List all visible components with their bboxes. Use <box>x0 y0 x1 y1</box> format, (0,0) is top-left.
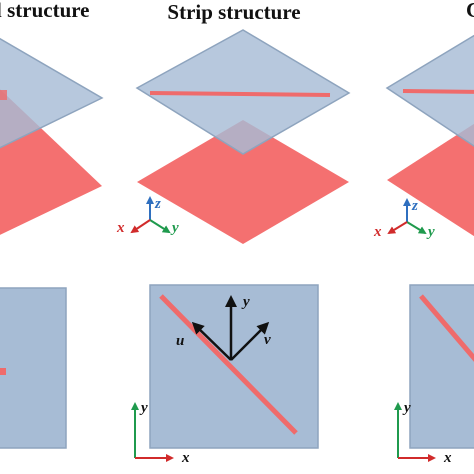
y-axis-2d-label-right: y <box>402 400 411 416</box>
patch-left-top <box>0 368 6 375</box>
y-axis-label: y <box>170 220 179 236</box>
panel-middle-3d <box>135 29 351 244</box>
panel-left-3d <box>0 37 104 235</box>
y-axis-arrow-right <box>406 221 427 235</box>
title-left: l structure <box>0 0 90 22</box>
top-view-right <box>409 284 474 449</box>
panel-left-2d <box>0 287 67 449</box>
panel-middle-2d: y u v <box>149 284 319 449</box>
top-view-left <box>0 287 67 449</box>
panel-right-3d <box>385 34 474 237</box>
ground-plate-middle <box>137 120 349 244</box>
top-plate-left <box>0 37 104 149</box>
y-axis-2d-label: y <box>139 400 148 416</box>
vector-u-arrow <box>191 321 232 361</box>
y-axis-label-right: y <box>426 224 435 240</box>
vector-u-label: u <box>176 333 184 349</box>
vector-y-label: y <box>241 294 250 310</box>
top-plate-middle <box>135 29 351 155</box>
strip-right <box>402 89 474 94</box>
strip-right-top <box>419 294 474 362</box>
x-axis-arrow <box>130 219 151 234</box>
ground-plate-right <box>387 123 474 237</box>
axes-3d-right: z y x <box>373 198 435 240</box>
strip-middle-top <box>159 294 298 435</box>
x-axis-2d-label-right: x <box>443 450 452 466</box>
axes-2d-right: y x <box>394 400 452 466</box>
axes-2d-middle: y x <box>131 400 190 466</box>
vector-v-arrow <box>230 321 270 361</box>
title-middle: Strip structure <box>167 0 300 24</box>
axes-3d-middle: z y x <box>116 196 179 236</box>
strip-middle <box>149 91 331 97</box>
panel-right-2d <box>409 284 474 449</box>
patch-left <box>0 90 7 100</box>
x-axis-arrow-right <box>387 221 408 235</box>
title-right: C <box>466 0 474 22</box>
vector-v-label: v <box>264 332 271 348</box>
x-axis-2d-label: x <box>181 450 190 466</box>
x-axis-label-right: x <box>373 224 382 240</box>
x-axis-label: x <box>116 220 125 236</box>
y-axis-arrow <box>149 219 171 234</box>
z-axis-label-right: z <box>411 198 418 214</box>
z-axis-label: z <box>154 196 161 212</box>
